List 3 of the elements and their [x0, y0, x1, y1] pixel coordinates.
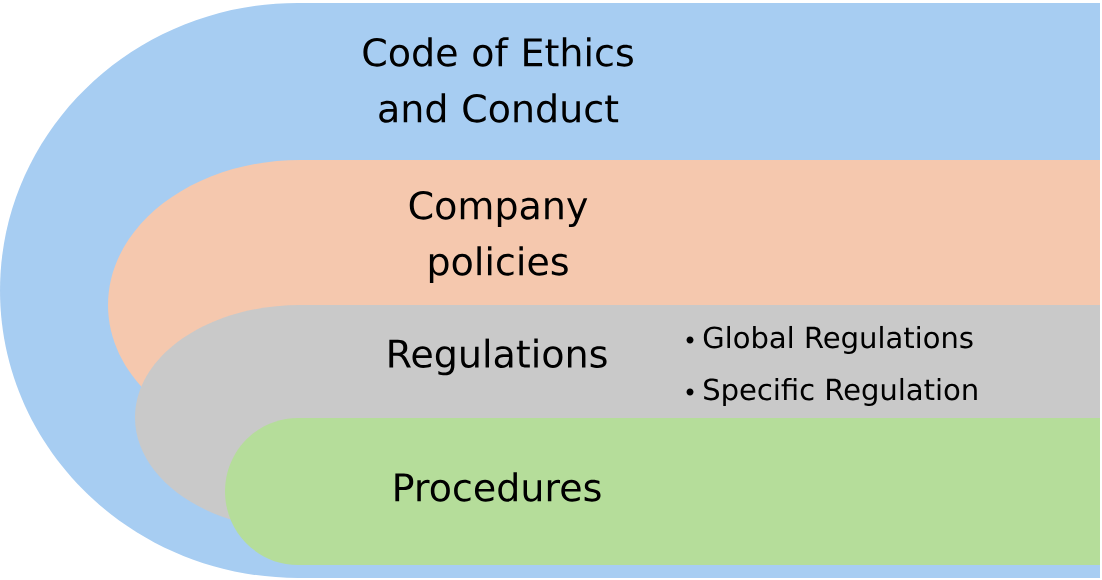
band: Procedures	[225, 418, 1100, 565]
bullet-item: Specific Regulation	[686, 377, 977, 406]
bullet-item: Global Regulations	[686, 325, 973, 354]
